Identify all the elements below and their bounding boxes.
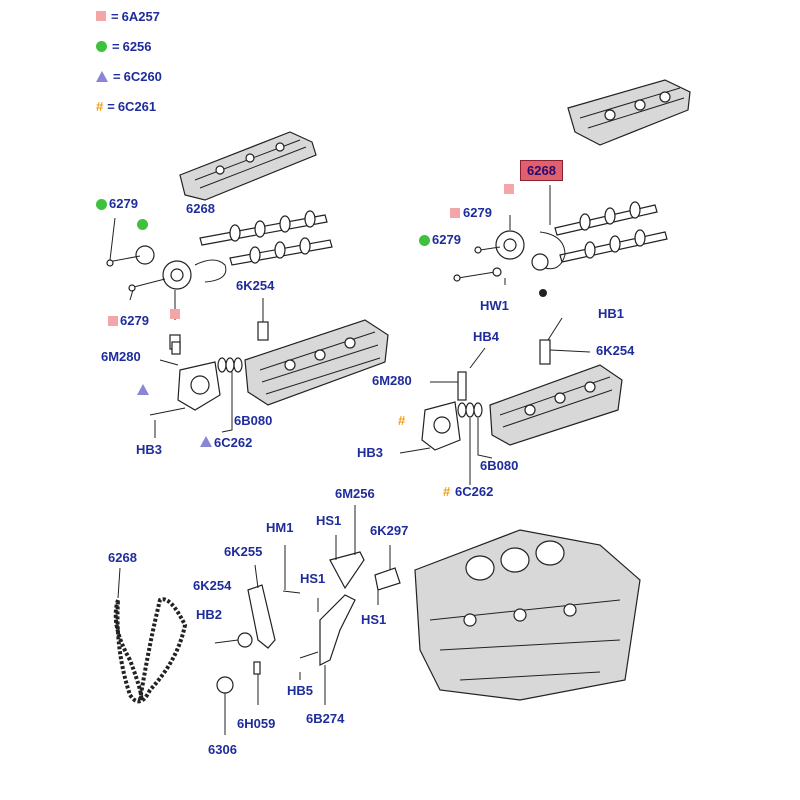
legend-item-6C261: # = 6C261 [96, 98, 157, 114]
left-camshafts [199, 210, 333, 266]
right-sprockets [453, 185, 566, 297]
legend-code: 6A257 [121, 8, 160, 24]
callout-HB1: HB1 [598, 306, 625, 321]
legend-item-6C260: = 6C260 [96, 68, 162, 84]
orange-hash-icon: # [443, 484, 451, 499]
pink-square-icon [170, 309, 180, 319]
callout-6268: 6268 [186, 201, 215, 216]
callout-HS1: HS1 [361, 612, 387, 627]
callout-6K254: 6K254 [596, 343, 635, 358]
callout-6K254: 6K254 [193, 578, 232, 593]
callout-6H059: 6H059 [237, 716, 276, 731]
callout-HS1: HS1 [300, 571, 326, 586]
left-vct-housing [149, 341, 243, 438]
green-circle-icon [419, 235, 430, 246]
purple-triangle-icon [137, 384, 149, 395]
legend-item-6256: = 6256 [96, 38, 152, 54]
purple-triangle-icon [200, 436, 212, 447]
legend-code: 6C261 [117, 98, 157, 114]
legend-code: 6C260 [123, 68, 162, 84]
lower-chain-guides [214, 505, 401, 735]
right-valve-cover [567, 79, 691, 146]
callout-6306: 6306 [208, 742, 237, 757]
callout-6M280: 6M280 [101, 349, 141, 364]
right-camshafts [554, 201, 668, 263]
callout-HW1: HW1 [480, 298, 509, 313]
right-cylinder-head [489, 317, 623, 446]
callout-6C262: 6C262 [455, 484, 494, 499]
callout-6B080: 6B080 [480, 458, 519, 473]
callout-6279: 6279 [120, 313, 149, 328]
highlighted-callout-6268: 6268 [520, 160, 563, 181]
callout-6K254: 6K254 [236, 278, 275, 293]
timing-chain [113, 567, 188, 704]
engine-block [414, 529, 641, 701]
orange-hash-icon: # [398, 413, 406, 428]
callout-HB3: HB3 [357, 445, 384, 460]
green-circle-icon [96, 199, 107, 210]
right-vct-housing [399, 347, 493, 485]
pink-square-icon [96, 11, 106, 21]
callout-6279: 6279 [463, 205, 492, 220]
green-circle-icon [137, 219, 148, 230]
left-cylinder-head [244, 298, 389, 406]
legend-item-6A257: = 6A257 [96, 8, 160, 24]
callout-6279: 6279 [109, 196, 138, 211]
callout-HB2: HB2 [196, 607, 223, 622]
callout-6B080: 6B080 [234, 413, 273, 428]
purple-triangle-icon [96, 70, 108, 82]
callout-HB4: HB4 [473, 329, 500, 344]
pink-square-icon [450, 208, 460, 218]
green-circle-icon [96, 40, 107, 52]
callout-6C262: 6C262 [214, 435, 253, 450]
left-valve-cover [179, 131, 317, 201]
callout-6279: 6279 [432, 232, 461, 247]
callout-6B274: 6B274 [306, 711, 345, 726]
orange-hash-icon: # [96, 98, 104, 114]
callout-HB5: HB5 [287, 683, 314, 698]
callout-6K255: 6K255 [224, 544, 263, 559]
legend-code: 6256 [122, 38, 152, 54]
callout-HM1: HM1 [266, 520, 294, 535]
callout-6K297: 6K297 [370, 523, 409, 538]
pink-square-icon [504, 184, 514, 194]
pink-square-icon [108, 316, 118, 326]
callout-6M256: 6M256 [335, 486, 375, 501]
callout-HB3: HB3 [136, 442, 163, 457]
callout-6M280: 6M280 [372, 373, 412, 388]
callout-HS1: HS1 [316, 513, 342, 528]
callout-6268: 6268 [108, 550, 137, 565]
